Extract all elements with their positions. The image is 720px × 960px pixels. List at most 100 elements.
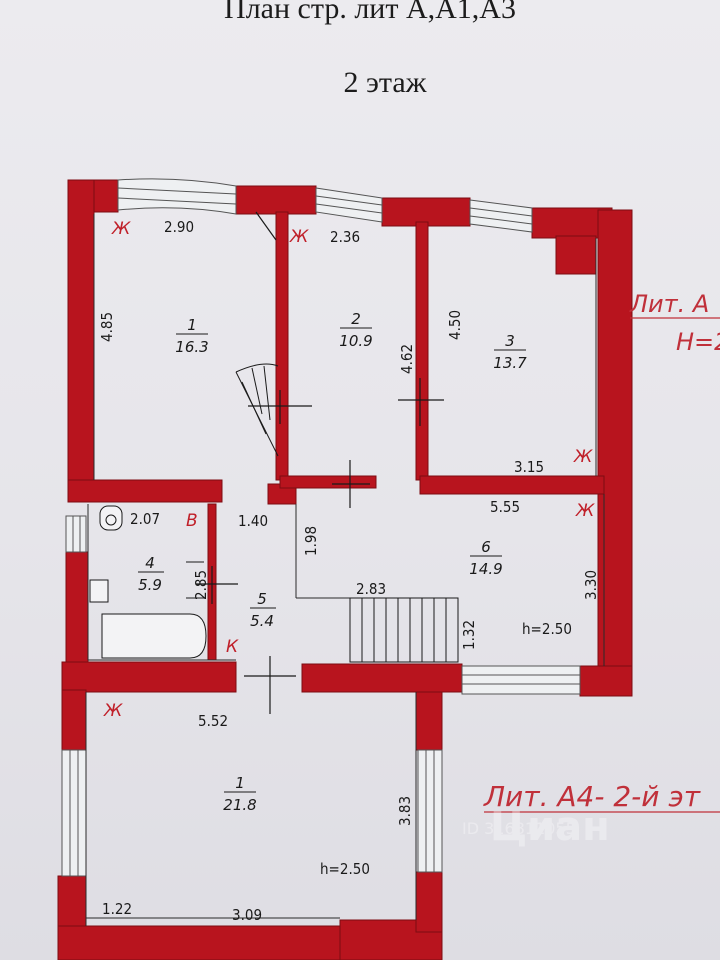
room-5-number: 5: [257, 590, 267, 608]
dim-2-83: 2.83: [356, 580, 386, 598]
stair-curve: [235, 363, 279, 373]
window: [65, 515, 87, 553]
wall-interior: [275, 211, 289, 481]
wall-h: [279, 475, 377, 489]
wall-pillar: [555, 235, 597, 275]
room-3-area: 13.7: [493, 354, 527, 372]
wall-mid: [61, 661, 237, 693]
dimension-labels: 2.90 2.36 4.85 4.62 4.50 3.15 5.55 2.07 …: [98, 218, 600, 924]
door-swing: [255, 211, 277, 241]
room-6-area: 14.9: [469, 560, 502, 578]
mark-zh: Ж: [111, 219, 131, 239]
room-4-area: 5.9: [138, 576, 162, 594]
room-5-area: 5.4: [250, 612, 274, 630]
dim-lines: [186, 561, 204, 599]
dim-2-36: 2.36: [330, 228, 360, 246]
mark-v: В: [186, 511, 198, 531]
window: [417, 749, 443, 873]
window-glass-line: [117, 197, 237, 205]
toilet-bowl: [105, 514, 117, 526]
plan-title: План стр. лит А,А1,А3: [224, 0, 516, 25]
stair: [349, 597, 459, 663]
wall-h: [419, 475, 605, 495]
upper-walls: [61, 179, 633, 697]
mark-zh: Ж: [573, 447, 593, 467]
window: [117, 178, 237, 215]
window-glass-line: [117, 187, 237, 195]
bathtub: [101, 613, 207, 659]
wall-segment: [235, 185, 317, 215]
dim-3-09: 3.09: [232, 906, 262, 924]
window: [461, 665, 581, 695]
marks: Ж Ж Ж Ж Ж В К: [103, 219, 595, 721]
doors: [196, 211, 444, 714]
stair-step: [241, 381, 267, 435]
dim-1-40: 1.40: [238, 512, 268, 530]
room-a4-1-area: 21.8: [223, 796, 256, 814]
dim-2-90: 2.90: [164, 218, 194, 236]
wall-mid: [579, 665, 633, 697]
wall-mid: [301, 663, 463, 693]
mark-zh: Ж: [103, 701, 123, 721]
stair-outline: [349, 597, 459, 663]
dim-2-85: 2.85: [192, 570, 210, 600]
dim-5-55: 5.55: [490, 498, 520, 516]
dim-4-50: 4.50: [446, 310, 464, 340]
wall-interior: [415, 221, 429, 481]
dim-3-30: 3.30: [582, 570, 600, 600]
wall-segment: [415, 871, 443, 933]
window-glass-line: [315, 195, 383, 206]
watermark-id: ID 316811055: [462, 819, 576, 838]
stair-step: [251, 367, 263, 415]
side-labels: Лит. А Н=2 Лит. А4- 2-й эт: [483, 290, 720, 813]
window: [61, 749, 87, 877]
stair-step: [263, 365, 271, 421]
windows: [61, 178, 581, 877]
dim-3-83: 3.83: [396, 796, 414, 826]
bathroom-fixtures: [89, 505, 207, 659]
dim-2-07: 2.07: [130, 510, 160, 528]
sink: [89, 579, 109, 603]
lower-walls: [57, 689, 443, 960]
window-glass-line: [315, 203, 383, 214]
window-glass-line: [469, 207, 533, 217]
wall-segment: [415, 691, 443, 751]
inner-lines: [85, 214, 605, 926]
room-2-number: 2: [351, 310, 361, 328]
dim-1-98: 1.98: [302, 526, 320, 556]
dim-1-22: 1.22: [102, 900, 132, 918]
wall-bottom: [57, 925, 341, 960]
ceiling-height-upper: h=2.50: [522, 620, 572, 638]
dim-4-85: 4.85: [98, 312, 116, 342]
wall-left: [67, 179, 95, 501]
window: [469, 199, 533, 233]
wall-right: [597, 209, 633, 697]
dim-3-15: 3.15: [514, 458, 544, 476]
watermark: Циан ID 316811055: [462, 804, 610, 850]
room-1-area: 16.3: [175, 338, 208, 356]
lit-a-height: Н=2: [676, 328, 720, 356]
room-4-number: 4: [145, 554, 155, 572]
room-6-number: 6: [481, 538, 491, 556]
room-a4-1-number: 1: [235, 774, 245, 792]
mark-k: К: [226, 637, 239, 657]
wall-segment: [61, 689, 87, 751]
dim-5-52: 5.52: [198, 712, 228, 730]
lit-a4-label: Лит. А4- 2-й эт: [483, 780, 701, 813]
mark-zh: Ж: [575, 501, 595, 521]
window-glass-line: [469, 215, 533, 225]
lit-a-label: Лит. А: [629, 290, 709, 318]
room-labels: 1 16.3 2 10.9 3 13.7 4 5.9 5 5.4 6 14.9 …: [138, 310, 527, 814]
room-1-number: 1: [187, 316, 197, 334]
dim-1-32: 1.32: [460, 620, 478, 650]
room-3-number: 3: [505, 332, 515, 350]
ceiling-height-lower: h=2.50: [320, 860, 370, 878]
spiral-stair: [235, 363, 279, 457]
room-2-area: 10.9: [339, 332, 372, 350]
mark-zh: Ж: [289, 227, 309, 247]
wall-h: [67, 479, 223, 503]
floor-label: 2 этаж: [343, 66, 427, 99]
dim-4-62: 4.62: [398, 344, 416, 374]
